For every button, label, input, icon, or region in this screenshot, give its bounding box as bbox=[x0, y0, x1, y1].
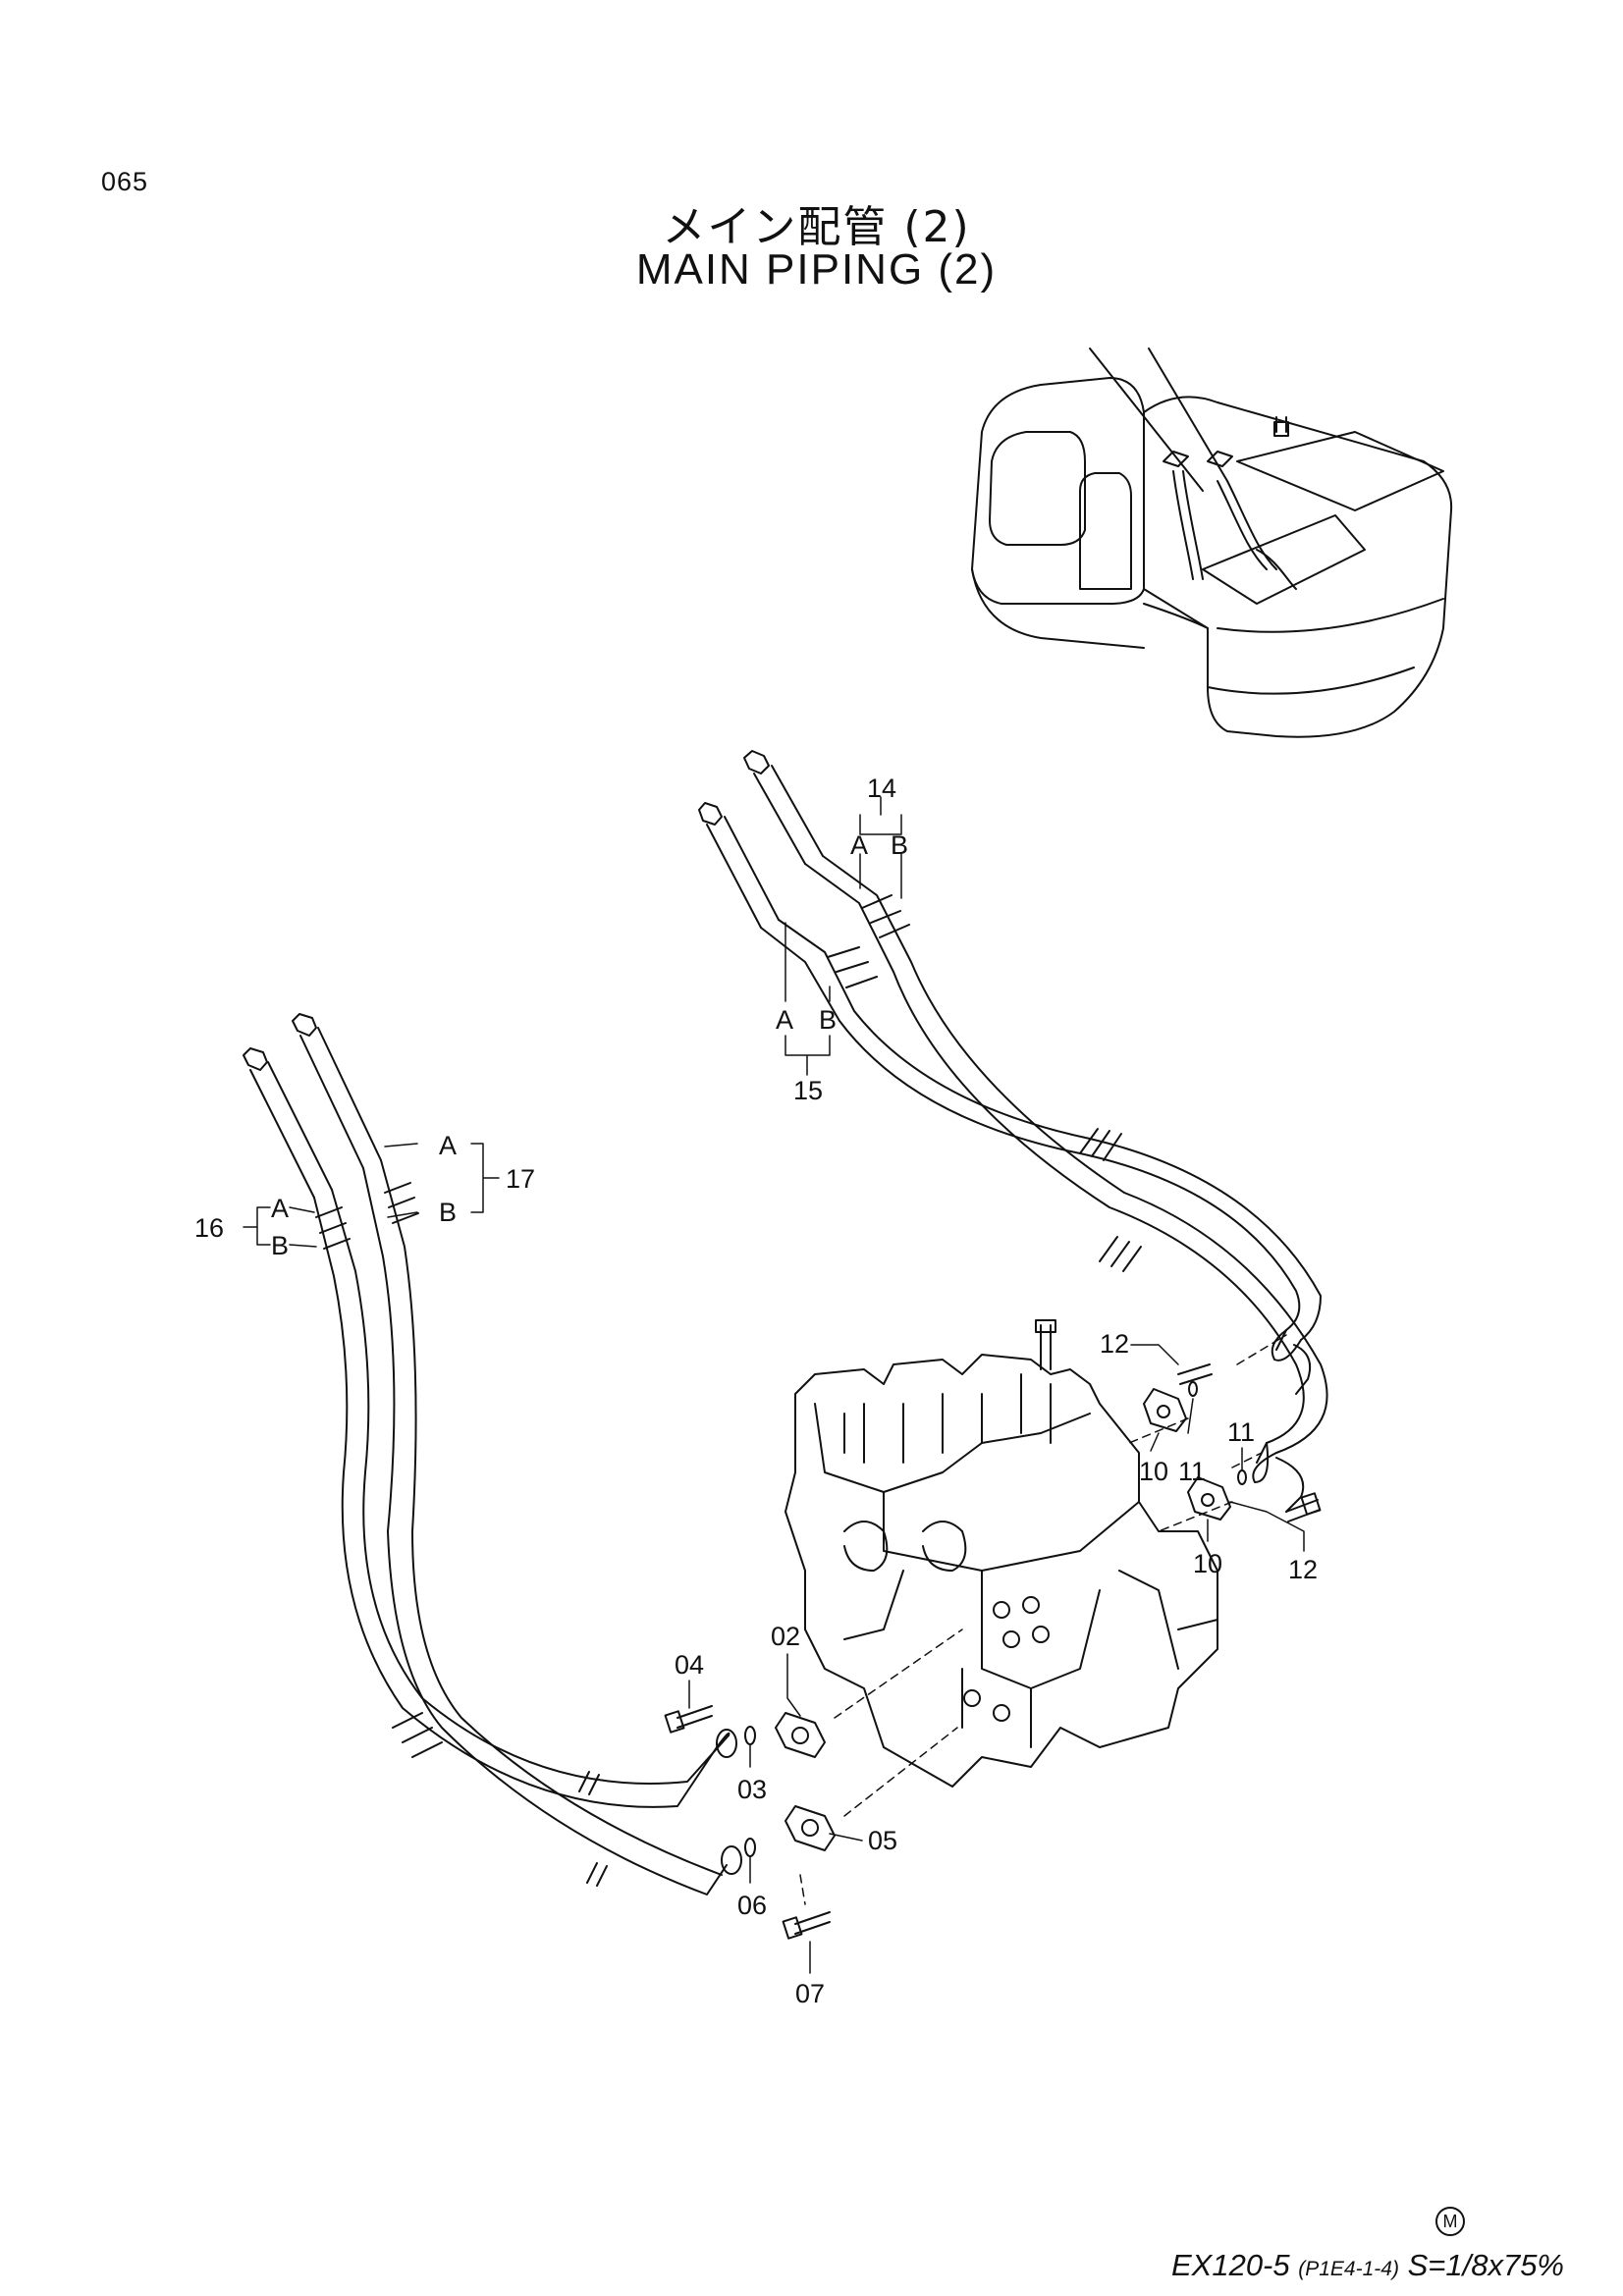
callout-16-b: B bbox=[271, 1231, 289, 1260]
leader-lines bbox=[243, 796, 1305, 1974]
footer-model: EX120-5 bbox=[1170, 2248, 1290, 2282]
callout-16: 16 bbox=[194, 1213, 224, 1243]
page-title-japanese: メイン配管 (2) bbox=[662, 202, 971, 252]
callout-15-b: B bbox=[819, 1005, 837, 1035]
machine-inset-illustration bbox=[971, 347, 1453, 738]
callout-07: 07 bbox=[795, 1979, 825, 2008]
callout-10-lower: 10 bbox=[1193, 1549, 1222, 1578]
hose-assembly-16-17 bbox=[243, 1013, 742, 1896]
footer-reference: EX120-5 (P1E4-1-4) S=1/8x75% bbox=[1171, 2248, 1564, 2283]
manufacturer-mark: M bbox=[1435, 2207, 1465, 2236]
callout-14-b: B bbox=[891, 830, 908, 860]
page-title-english: MAIN PIPING (2) bbox=[635, 245, 998, 294]
callout-11-lower: 11 bbox=[1227, 1417, 1255, 1447]
footer-scale: S=1/8x75% bbox=[1407, 2248, 1564, 2282]
callout-11-upper: 11 bbox=[1178, 1457, 1206, 1486]
callout-10-upper: 10 bbox=[1139, 1457, 1168, 1486]
callout-17: 17 bbox=[506, 1164, 535, 1194]
callout-15: 15 bbox=[793, 1076, 823, 1105]
callout-12-upper: 12 bbox=[1100, 1329, 1129, 1359]
callout-17-a: A bbox=[439, 1131, 457, 1160]
callout-02: 02 bbox=[771, 1622, 800, 1651]
callout-06: 06 bbox=[737, 1891, 767, 1920]
callout-16-a: A bbox=[271, 1194, 289, 1223]
callout-03: 03 bbox=[737, 1775, 767, 1804]
hose-assembly-14-15 bbox=[698, 750, 1328, 1513]
callout-12-lower: 12 bbox=[1288, 1555, 1318, 1584]
page-number: 065 bbox=[101, 167, 149, 196]
callout-05: 05 bbox=[868, 1826, 897, 1855]
footer-ref: (P1E4-1-4) bbox=[1298, 2258, 1399, 2280]
callout-15-a: A bbox=[776, 1005, 793, 1035]
callout-14-a: A bbox=[850, 830, 868, 860]
callout-labels: 14 A B A B 15 16 A B A B 17 12 10 11 11 … bbox=[194, 774, 1318, 2008]
callout-04: 04 bbox=[675, 1650, 704, 1680]
connection-lines bbox=[799, 1334, 1287, 1905]
callout-17-b: B bbox=[439, 1198, 457, 1227]
callout-14: 14 bbox=[867, 774, 896, 803]
control-valve-body bbox=[784, 1319, 1218, 1788]
fittings bbox=[664, 1363, 1322, 1940]
